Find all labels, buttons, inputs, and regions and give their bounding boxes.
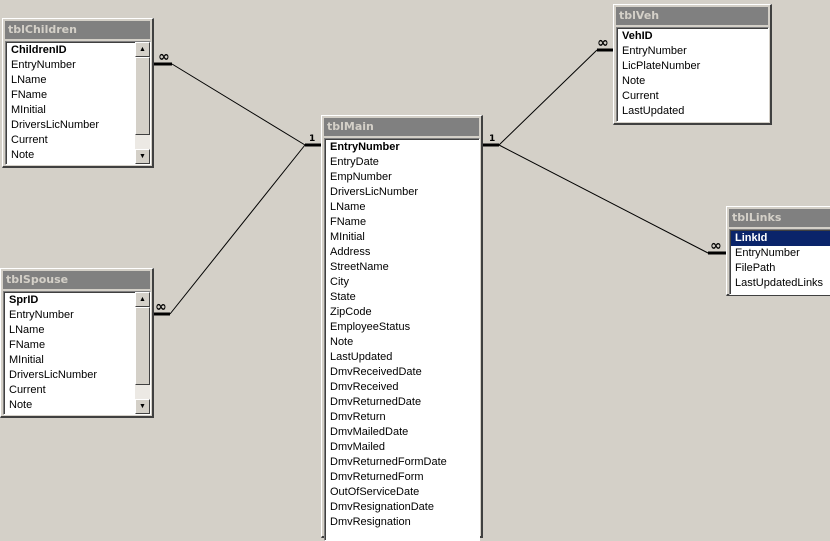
field-main-dmvreturneddate[interactable]: DmvReturnedDate (330, 396, 422, 408)
field-links-entrynumber[interactable]: EntryNumber (735, 247, 800, 259)
field-main-state[interactable]: State (330, 291, 356, 303)
field-main-lastupdated[interactable]: LastUpdated (330, 351, 393, 363)
scrollbar-spouse[interactable]: ▲ ▼ (135, 292, 150, 414)
field-spouse-entrynumber[interactable]: EntryNumber (9, 309, 74, 321)
table-title-veh[interactable]: tblVeh (616, 7, 768, 25)
field-main-streetname[interactable]: StreetName (330, 261, 389, 273)
table-title-spouse[interactable]: tblSpouse (3, 271, 150, 289)
scroll-thumb[interactable] (135, 307, 150, 385)
table-title-children[interactable]: tblChildren (5, 21, 150, 39)
field-main-entrynumber[interactable]: EntryNumber (330, 141, 400, 153)
field-veh-current[interactable]: Current (622, 90, 659, 102)
relationship-line-spouse-main-diag (169, 144, 306, 315)
field-veh-vehid[interactable]: VehID (622, 30, 653, 42)
field-main-dmvreturnedformdate[interactable]: DmvReturnedFormDate (330, 456, 447, 468)
field-main-dmvreturnedform[interactable]: DmvReturnedForm (330, 471, 424, 483)
relationship-line-main-veh-diag (498, 49, 598, 146)
field-spouse-sprid[interactable]: SprID (9, 294, 39, 306)
field-main-dmvresignationdate[interactable]: DmvResignationDate (330, 501, 434, 513)
scroll-thumb[interactable] (135, 57, 150, 135)
field-main-driverslicnumber[interactable]: DriversLicNumber (330, 186, 419, 198)
field-main-zipcode[interactable]: ZipCode (330, 306, 372, 318)
field-links-linkid[interactable]: LinkId (731, 231, 830, 246)
field-main-dmvmailed[interactable]: DmvMailed (330, 441, 386, 453)
field-main-note[interactable]: Note (330, 336, 354, 348)
field-main-lname[interactable]: LName (330, 201, 366, 213)
field-main-address[interactable]: Address (330, 246, 371, 258)
rel-many-spouse: ∞ (155, 299, 167, 315)
field-main-dmvreturn[interactable]: DmvReturn (330, 411, 386, 423)
field-main-dmvmaileddate[interactable]: DmvMailedDate (330, 426, 409, 438)
field-main-entrydate[interactable]: EntryDate (330, 156, 379, 168)
field-main-outofservicedate[interactable]: OutOfServiceDate (330, 486, 420, 498)
field-children-note[interactable]: Note (11, 149, 35, 161)
rel-many-links: ∞ (710, 238, 722, 254)
field-children-current[interactable]: Current (11, 134, 48, 146)
rel-many-children: ∞ (158, 49, 170, 65)
field-veh-licplatenumber[interactable]: LicPlateNumber (622, 60, 701, 72)
scroll-up-icon[interactable]: ▲ (135, 292, 150, 307)
field-children-fname[interactable]: FName (11, 89, 48, 101)
field-main-dmvresignation[interactable]: DmvResignation (330, 516, 411, 528)
field-children-lname[interactable]: LName (11, 74, 47, 86)
field-main-fname[interactable]: FName (330, 216, 367, 228)
field-spouse-current[interactable]: Current (9, 384, 46, 396)
field-main-employeestatus[interactable]: EmployeeStatus (330, 321, 411, 333)
field-main-empnumber[interactable]: EmpNumber (330, 171, 392, 183)
field-spouse-lname[interactable]: LName (9, 324, 45, 336)
field-links-lastupdatedlinks[interactable]: LastUpdatedLinks (735, 277, 824, 289)
field-main-minitial[interactable]: MInitial (330, 231, 365, 243)
field-spouse-note[interactable]: Note (9, 399, 33, 411)
field-main-city[interactable]: City (330, 276, 349, 288)
scrollbar-children[interactable]: ▲ ▼ (135, 42, 150, 164)
field-veh-note[interactable]: Note (622, 75, 646, 87)
field-spouse-fname[interactable]: FName (9, 339, 46, 351)
field-children-entrynumber[interactable]: EntryNumber (11, 59, 76, 71)
field-children-driverslicnumber[interactable]: DriversLicNumber (11, 119, 100, 131)
rel-one-main-left: 1 (309, 134, 316, 144)
field-links-filepath[interactable]: FilePath (735, 262, 776, 274)
field-children-minitial[interactable]: MInitial (11, 104, 46, 116)
field-veh-lastupdated[interactable]: LastUpdated (622, 105, 685, 117)
scroll-down-icon[interactable]: ▼ (135, 149, 150, 164)
relationship-line-children-main-diag (171, 63, 306, 146)
field-veh-entrynumber[interactable]: EntryNumber (622, 45, 687, 57)
field-children-childrenid[interactable]: ChildrenID (11, 44, 67, 56)
table-title-main[interactable]: tblMain (324, 118, 479, 136)
field-spouse-minitial[interactable]: MInitial (9, 354, 44, 366)
scroll-down-icon[interactable]: ▼ (135, 399, 150, 414)
field-main-dmvreceiveddate[interactable]: DmvReceivedDate (330, 366, 422, 378)
relationship-line-main-links-diag (498, 144, 709, 254)
field-main-dmvreceived[interactable]: DmvReceived (330, 381, 399, 393)
table-title-links[interactable]: tblLinks (729, 209, 830, 227)
scroll-up-icon[interactable]: ▲ (135, 42, 150, 57)
field-spouse-driverslicnumber[interactable]: DriversLicNumber (9, 369, 98, 381)
rel-one-main-right: 1 (489, 134, 496, 144)
rel-many-veh: ∞ (597, 35, 609, 51)
